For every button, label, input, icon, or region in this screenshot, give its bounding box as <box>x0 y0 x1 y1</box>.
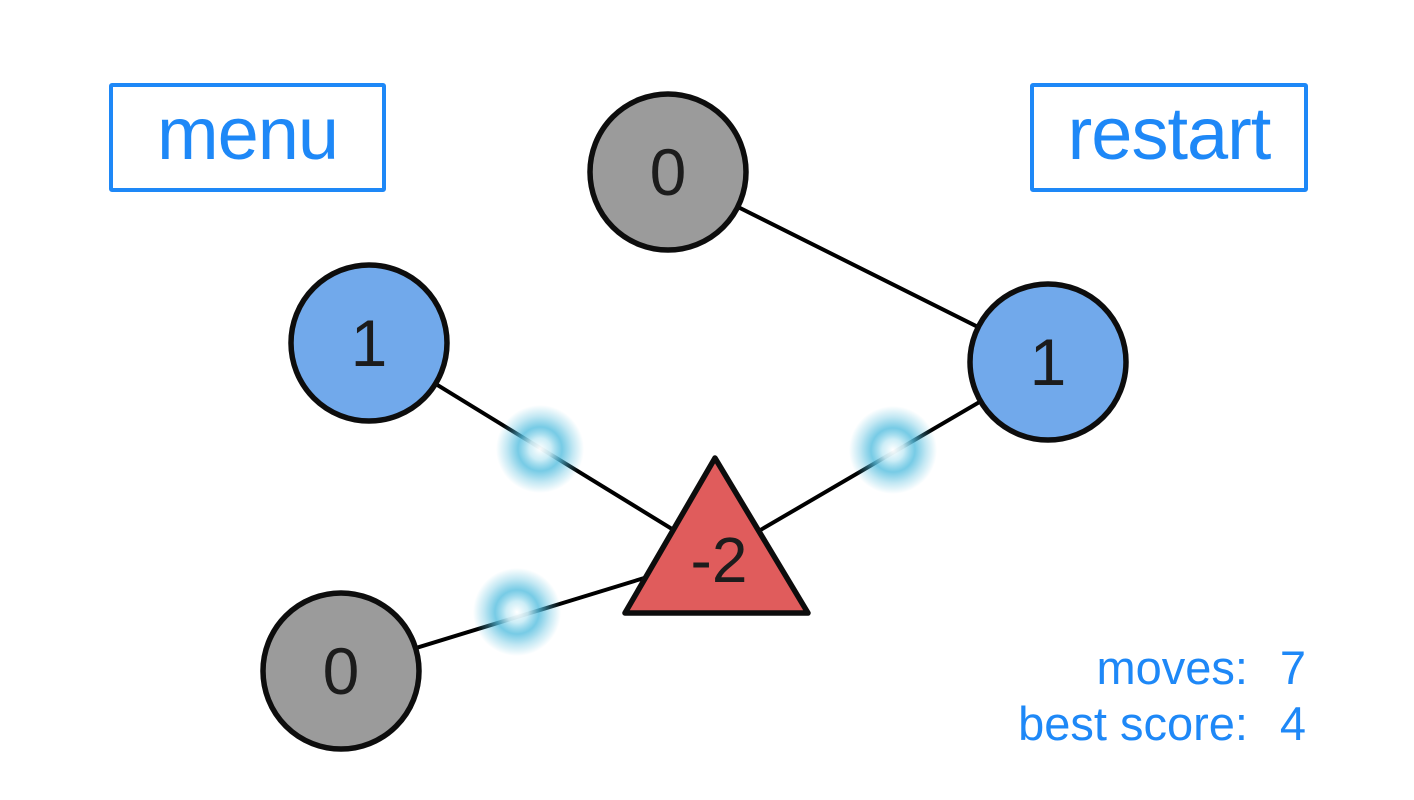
moves-value: 7 <box>1279 641 1306 694</box>
node-triangle[interactable] <box>622 455 811 616</box>
node-circle[interactable] <box>260 590 422 752</box>
node-top-gray[interactable]: 0 <box>587 91 749 253</box>
edge-glow-dot-left <box>496 405 584 493</box>
best-score-label: best score: <box>1018 697 1248 750</box>
node-left-blue[interactable]: 1 <box>288 262 450 424</box>
node-right-blue[interactable]: 1 <box>967 281 1129 443</box>
restart-button[interactable]: restart <box>1030 83 1308 192</box>
moves-label: moves: <box>1096 641 1249 694</box>
best-score-row: best score: 4 <box>1018 696 1306 752</box>
node-circle[interactable] <box>967 281 1129 443</box>
node-circle[interactable] <box>288 262 450 424</box>
node-center-triangle[interactable]: -2 <box>622 455 811 616</box>
edge-glow-dot-bottom <box>473 568 561 656</box>
edge-glow-dots <box>473 405 937 656</box>
moves-row: moves: 7 <box>1018 640 1307 696</box>
node-circle[interactable] <box>587 91 749 253</box>
menu-button[interactable]: menu <box>109 83 386 192</box>
edge-glow-dot-right <box>849 406 937 494</box>
best-score-value: 4 <box>1279 697 1306 750</box>
score-panel: moves: 7 best score: 4 <box>1018 640 1306 752</box>
node-bottomleft-gray[interactable]: 0 <box>260 590 422 752</box>
